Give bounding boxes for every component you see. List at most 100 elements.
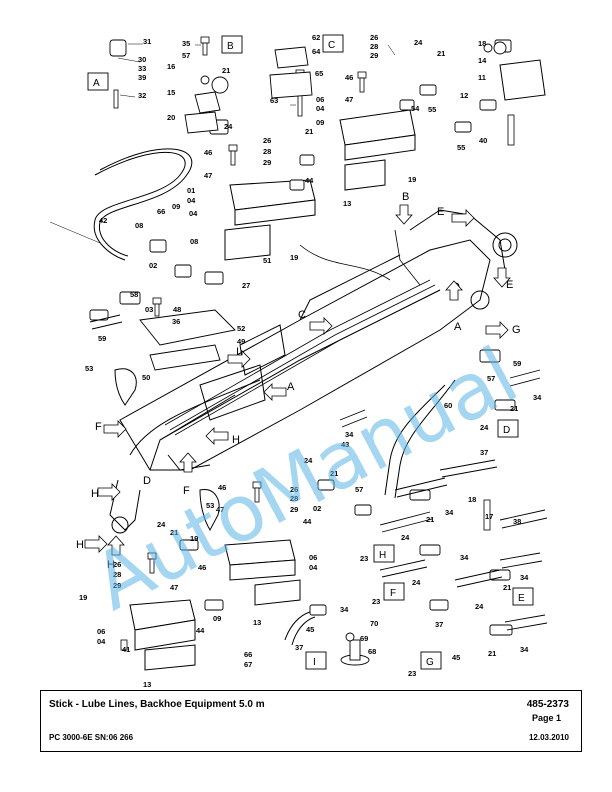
callout-38: 39 bbox=[138, 73, 146, 82]
detail-box-labels: A B C D E F G H I bbox=[93, 40, 525, 668]
callout-28: 29 bbox=[370, 51, 378, 60]
callout-14: 15 bbox=[167, 88, 175, 97]
callout-18b: 19 bbox=[290, 253, 298, 262]
callout-49: 50 bbox=[142, 373, 150, 382]
callout-24b: 24 bbox=[224, 122, 233, 131]
wiper-pads bbox=[114, 368, 220, 532]
callout-06c: 06 bbox=[97, 627, 105, 636]
callout-03: 03 bbox=[145, 305, 153, 314]
callout-51: 52 bbox=[237, 324, 245, 333]
callout-01: 01 bbox=[187, 186, 195, 195]
callout-45b: 46 bbox=[204, 148, 212, 157]
callout-60: 60 bbox=[444, 401, 452, 410]
title-block: Stick - Lube Lines, Backhoe Equipment 5.… bbox=[40, 690, 582, 752]
callout-42: 43 bbox=[341, 440, 349, 449]
detail-box-f: F bbox=[390, 588, 396, 599]
callout-33g: 34 bbox=[520, 645, 529, 654]
callout-20: 21 bbox=[222, 66, 230, 75]
view-letter-e2: E bbox=[506, 279, 513, 291]
grease-cap bbox=[340, 632, 370, 666]
callout-25d: 26 bbox=[113, 560, 121, 569]
callout-63: 64 bbox=[312, 47, 321, 56]
callout-56: 57 bbox=[182, 51, 190, 60]
callout-22c: 23 bbox=[408, 669, 416, 678]
view-letter-g: G bbox=[512, 324, 521, 336]
callout-61: 62 bbox=[312, 33, 320, 42]
detail-box-h: H bbox=[379, 550, 386, 561]
callout-21g: 21 bbox=[488, 649, 496, 658]
callout-50: 51 bbox=[263, 256, 271, 265]
callout-46b: 47 bbox=[204, 171, 212, 180]
callout-26: 27 bbox=[242, 281, 250, 290]
view-letter-a2: A bbox=[287, 381, 295, 393]
callout-66: 66 bbox=[244, 650, 252, 659]
callout-58: 58 bbox=[130, 290, 138, 299]
callout-43: 44 bbox=[305, 176, 314, 185]
callout-68: 68 bbox=[368, 647, 376, 656]
callout-19: 20 bbox=[167, 113, 175, 122]
callout-04: 04 bbox=[316, 104, 325, 113]
callout-12b: 13 bbox=[253, 618, 261, 627]
callout-62: 63 bbox=[270, 96, 278, 105]
callout-12c: 13 bbox=[143, 680, 151, 689]
callout-18c: 19 bbox=[190, 534, 198, 543]
callout-13: 14 bbox=[478, 56, 487, 65]
callout-43b: 44 bbox=[303, 517, 312, 526]
callout-28d: 29 bbox=[113, 581, 121, 590]
callout-25: 26 bbox=[370, 33, 378, 42]
tubes bbox=[89, 314, 548, 631]
callout-33f: 34 bbox=[340, 605, 349, 614]
callout-55b: 55 bbox=[457, 143, 465, 152]
callout-48: 49 bbox=[237, 337, 245, 346]
callout-28b: 29 bbox=[263, 158, 271, 167]
document-number: 485-2373 bbox=[526, 699, 569, 710]
callout-24e: 24 bbox=[157, 520, 166, 529]
callout-06: 06 bbox=[316, 95, 324, 104]
callout-21h: 21 bbox=[170, 528, 178, 537]
view-arrows bbox=[84, 204, 511, 556]
callout-21c: 21 bbox=[510, 404, 518, 413]
callout-65: 66 bbox=[157, 207, 165, 216]
callout-08b: 09 bbox=[172, 202, 180, 211]
callout-27: 28 bbox=[370, 42, 378, 51]
page-number: Page 1 bbox=[531, 713, 561, 723]
callout-37: 38 bbox=[513, 517, 521, 526]
stick-body bbox=[109, 209, 518, 534]
callout-36: 37 bbox=[480, 448, 488, 457]
callout-numbers: 31 30 33 39 32 35 57 16 21 15 20 62 64 6… bbox=[79, 33, 542, 689]
callout-55: 55 bbox=[428, 105, 436, 114]
distributor-blocks bbox=[129, 59, 546, 671]
callout-25b: 26 bbox=[263, 136, 271, 145]
view-letter-b: B bbox=[402, 191, 409, 203]
callout-17b: 18 bbox=[468, 495, 476, 504]
callout-21f: 21 bbox=[503, 583, 511, 592]
callout-31: 32 bbox=[138, 91, 146, 100]
callout-45c: 46 bbox=[218, 483, 226, 492]
callout-29: 30 bbox=[138, 55, 146, 64]
callout-09: 08 bbox=[135, 221, 143, 230]
callout-57: 57 bbox=[487, 374, 495, 383]
machine-serial: PC 3000-6E SN:06 266 bbox=[49, 733, 134, 742]
callout-23c: 24 bbox=[475, 602, 484, 611]
callout-33e: 34 bbox=[520, 573, 529, 582]
detail-box-b: B bbox=[227, 41, 234, 52]
callout-46: 47 bbox=[345, 95, 353, 104]
callout-25c: 26 bbox=[290, 485, 298, 494]
callout-17: 18 bbox=[478, 39, 486, 48]
callout-18: 19 bbox=[408, 175, 416, 184]
callout-46d: 47 bbox=[170, 583, 178, 592]
detail-box-a: A bbox=[93, 78, 100, 89]
detail-box-i: I bbox=[313, 657, 316, 668]
callout-28c: 29 bbox=[290, 505, 298, 514]
view-letter-h3: H bbox=[76, 539, 84, 551]
callout-27b: 28 bbox=[263, 147, 271, 156]
callout-53: 53 bbox=[85, 364, 93, 373]
callout-43c: 44 bbox=[196, 626, 205, 635]
view-letter-h2: H bbox=[91, 488, 99, 500]
callout-36b: 37 bbox=[435, 620, 443, 629]
callout-10: 11 bbox=[478, 73, 486, 82]
callout-27d: 28 bbox=[113, 570, 121, 579]
callout-41: 42 bbox=[99, 216, 107, 225]
callout-36c: 37 bbox=[295, 643, 303, 652]
